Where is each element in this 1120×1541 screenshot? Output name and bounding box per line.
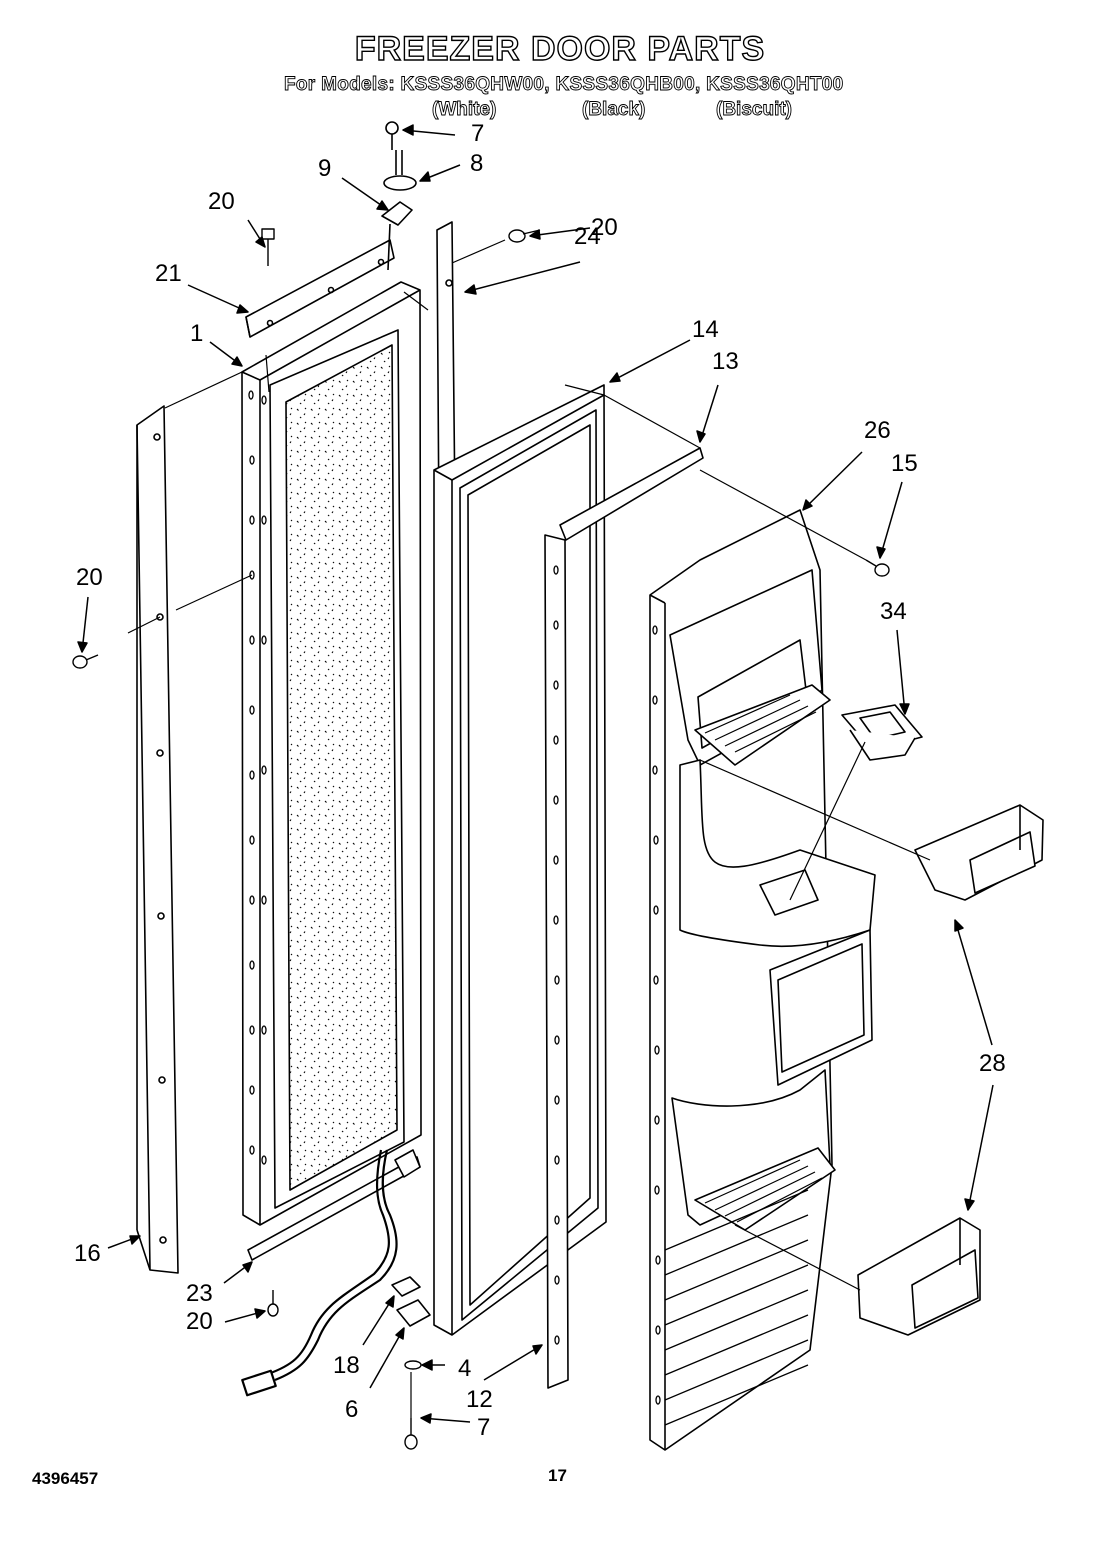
callout-16: 16 [74,1240,101,1267]
part-28-shelf-end-upper [914,804,1044,901]
callout-28: 28 [979,1050,1006,1077]
part-1-door-panel [241,281,422,1226]
callout-20-gasket: 20 [591,214,618,241]
callout-4: 4 [458,1355,472,1382]
callout-20-hinge: 20 [208,188,235,215]
part-7-hinge-screw-top [385,121,399,150]
part-13-top-rail [559,447,704,541]
page-number: 17 [548,1466,567,1485]
variant-white: (White) [432,99,497,121]
part-8-hinge-pin [383,150,417,191]
callout-arrows [77,124,994,1424]
part-21-top-bracket [245,239,395,338]
part-12-side-rail [544,534,569,1389]
callout-7-top: 7 [471,120,485,147]
callout-24: 24 [574,223,601,250]
part-18-6-hinge-bottom [391,1276,431,1327]
part-28-shelf-end-lower [857,1217,981,1336]
part-9-hinge [381,201,413,271]
callout-1: 1 [190,320,204,347]
page-title: FREEZER DOOR PARTS [354,29,766,68]
callout-18: 18 [333,1352,360,1379]
callout-6: 6 [345,1396,359,1423]
callout-13: 13 [712,348,739,375]
leader-lines [127,239,931,1418]
callout-21: 21 [155,260,182,287]
callout-8: 8 [470,150,484,177]
callout-7-bottom: 7 [477,1414,491,1441]
part-16-trim-strip [136,405,179,1274]
callout-12: 12 [466,1386,493,1413]
part-34-dispenser-cup [841,704,923,761]
callout-14: 14 [692,316,719,343]
inner-door-liner [649,509,876,1451]
variant-black: (Black) [582,99,646,121]
callout-34: 34 [880,598,907,625]
callout-9: 9 [318,155,332,182]
callout-15: 15 [891,450,918,477]
document-number: 4396457 [32,1469,99,1488]
callout-26: 26 [864,417,891,444]
callout-23: 23 [186,1280,213,1307]
callout-20-bottom: 20 [186,1308,213,1335]
models-line: For Models: KSSS36QHW00, KSSS36QHB00, KS… [284,74,844,96]
callout-20-left: 20 [76,564,103,591]
wire-harness [241,1149,398,1397]
variant-biscuit: (Biscuit) [716,99,793,121]
screws [72,228,890,1450]
